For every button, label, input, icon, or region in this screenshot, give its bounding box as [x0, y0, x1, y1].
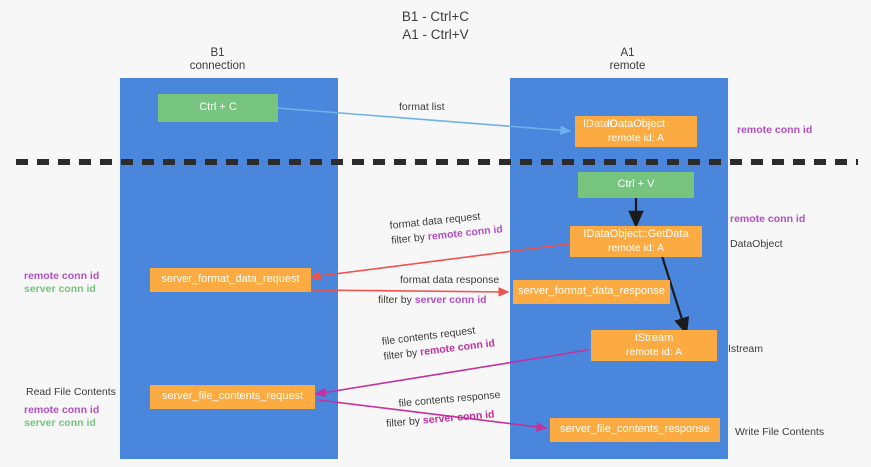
side-label-right-istream: Istream: [728, 343, 764, 355]
side-label-left-remote-conn-id-mid: remote conn id: [24, 270, 100, 282]
node-ctrl-c-label: Ctrl + C: [199, 101, 237, 114]
filter-prefix: filter by: [390, 231, 429, 247]
node-ctrl-v[interactable]: Ctrl + V: [578, 172, 694, 198]
node-ctrl-v-label: Ctrl + V: [617, 178, 655, 191]
side-label-right-write-file-contents: Write File Contents: [735, 426, 825, 438]
node-server-format-data-response[interactable]: server_format_data_response: [513, 280, 670, 304]
node-server-format-data-request-label: server_format_data_request: [161, 273, 300, 286]
node-server-file-contents-request[interactable]: server_file_contents_request: [150, 385, 315, 409]
title-line-1: B1 - Ctrl+C: [401, 9, 470, 24]
title-line-2: A1 - Ctrl+V: [402, 27, 469, 42]
node-server-file-contents-response[interactable]: server_file_contents_response: [550, 418, 720, 442]
edge-label-format-data-response-filter: filter by server conn id: [378, 288, 499, 308]
node-ctrl-c[interactable]: Ctrl + C: [158, 94, 278, 122]
side-label-left-server-conn-id-bot: server conn id: [24, 417, 96, 429]
node-idataobject[interactable]: IDataObject remote id: A: [575, 116, 697, 147]
side-label-left-server-conn-id-mid: server conn id: [24, 283, 96, 295]
node-istream-sub: remote id: A: [625, 345, 683, 358]
column-header-a1-title: A1: [620, 47, 635, 59]
node-server-file-contents-response-label: server_file_contents_response: [560, 423, 710, 436]
filter-prefix: filter by: [382, 346, 421, 363]
column-header-a1-subtitle: remote: [609, 60, 646, 72]
node-idataobject-sub: remote id: A: [607, 131, 665, 144]
edge-label-file-contents-response: file contents response filter by server …: [384, 388, 503, 432]
side-label-left-remote-conn-id-bot: remote conn id: [24, 404, 100, 416]
column-header-a1: A1 remote: [565, 47, 690, 73]
node-server-file-contents-request-label: server_file_contents_request: [161, 390, 304, 403]
column-header-b1: B1 connection: [155, 47, 280, 73]
filter-prefix: filter by: [378, 294, 415, 306]
node-istream-label: IStream: [634, 332, 674, 344]
diagram-title: B1 - Ctrl+C A1 - Ctrl+V: [0, 8, 871, 44]
edge-label-file-contents-request: file contents request filter by remote c…: [381, 321, 496, 364]
node-getdata-label: IDataObject::GetData: [583, 228, 689, 240]
node-getdata-sub: remote id: A: [607, 241, 665, 254]
filter-prefix: filter by: [385, 414, 424, 430]
edge-label-format-list: format list: [399, 100, 445, 115]
node-getdata[interactable]: IDataObject::GetData remote id: A: [570, 226, 702, 257]
side-label-right-remote-conn-id-top: remote conn id: [737, 124, 813, 136]
node-istream[interactable]: IStream remote id: A: [591, 330, 717, 361]
node-server-format-data-response-label: server_format_data_response: [518, 285, 665, 298]
filter-key-server-conn-id: server conn id: [422, 408, 495, 427]
node-server-format-data-request[interactable]: server_format_data_request: [150, 268, 311, 292]
filter-key-server-conn-id: server conn id: [414, 294, 487, 306]
node-idataobject-label: IDataObject: [606, 118, 666, 130]
side-label-right-remote-conn-id-mid: remote conn id: [730, 213, 806, 225]
side-label-left-read-file-contents: Read File Contents: [26, 386, 116, 398]
side-label-right-dataobject: DataObject: [730, 238, 783, 250]
column-header-b1-title: B1: [210, 47, 225, 59]
edge-label-format-data-response: format data response filter by server co…: [378, 273, 499, 308]
column-header-b1-subtitle: connection: [189, 60, 246, 72]
edge-label-format-data-response-text: format data response: [400, 274, 500, 286]
edge-label-format-list-text: format list: [399, 101, 445, 113]
edge-label-format-data-request: format data request filter by remote con…: [389, 207, 504, 249]
